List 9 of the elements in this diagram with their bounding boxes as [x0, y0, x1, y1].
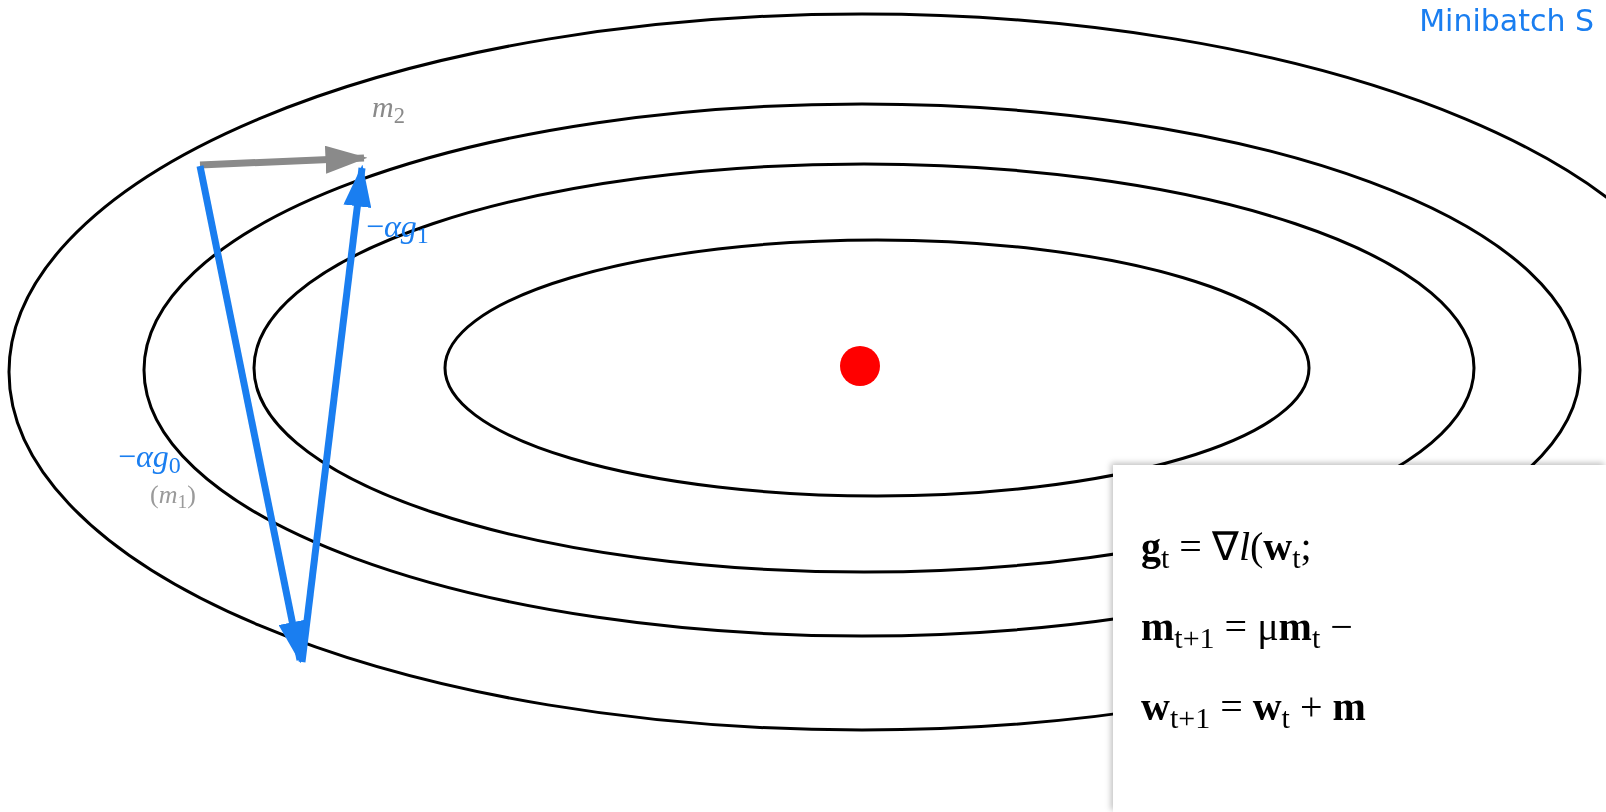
math-label: m$_{2}$	[372, 92, 405, 122]
math-label: −αg$_{1}$	[366, 210, 429, 242]
title: Minibatch S	[1419, 2, 1594, 40]
math-label: −αg$_{0}$	[118, 440, 181, 472]
equation: w$_{t+1}$ = w$_{t}$ + m	[1141, 687, 1367, 727]
equation: g$_{t}$ = ∇l(w$_{t}$;	[1141, 527, 1313, 567]
math-label: (m$_{1}$)	[150, 482, 196, 508]
equation-panel	[1113, 465, 1606, 812]
equation: m$_{t+1}$ = μm$_{t}$ −	[1141, 607, 1354, 647]
